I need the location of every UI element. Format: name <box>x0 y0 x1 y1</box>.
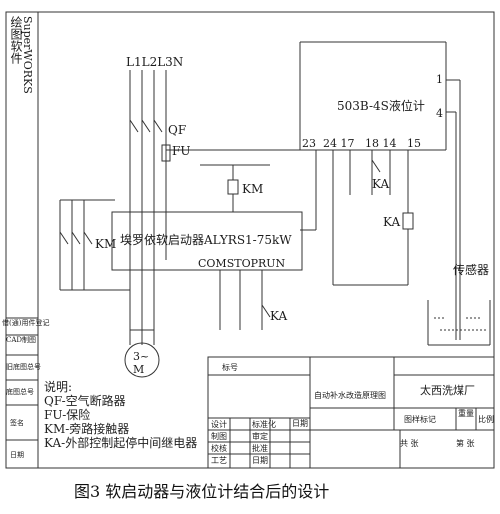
motor <box>124 342 160 378</box>
sidebar-row4: 底图总号 <box>6 388 34 396</box>
software-title: 绘图软件 <box>9 16 23 64</box>
terminal-1: 1 <box>436 73 443 86</box>
sidebar-row3: 旧底图总号 <box>6 363 41 371</box>
terminal-row: 23 24 17 18 14 15 <box>302 137 421 150</box>
km-left-label: KM <box>95 237 117 251</box>
sidebar-row6: 日期 <box>10 451 24 459</box>
legend: 说明: QF-空气断路器 FU-保险 KM-旁路接触器 KA-外部控制起停中间继… <box>44 380 197 450</box>
legend-item: KA-外部控制起停中间继电器 <box>44 436 198 450</box>
ka-contact-label: KA <box>372 177 390 191</box>
sidebar-row5: 签名 <box>10 419 24 427</box>
figure-caption: 图3 软启动器与液位计结合后的设计 <box>74 482 330 501</box>
ka-coil <box>402 212 414 230</box>
lines-label: L1L2L3N <box>126 55 184 69</box>
motor-label: 3~ M <box>133 350 150 377</box>
tb-design: 设计 <box>211 420 227 429</box>
sidebar-row1: 借(通)用件登记 <box>2 319 50 327</box>
km-coil <box>227 179 239 195</box>
tb-approve: 批准 <box>252 444 268 453</box>
terminal-4: 4 <box>436 107 443 120</box>
fuse-FU <box>161 144 171 162</box>
soft-starter <box>111 211 303 271</box>
fu-label: FU <box>172 144 191 158</box>
legend-item: KM-旁路接触器 <box>44 422 130 436</box>
sidebar-strip <box>5 11 39 469</box>
tb-company: 太西洗煤厂 <box>420 384 475 397</box>
legend-item: FU-保险 <box>44 408 91 422</box>
tb-mark: 标号 <box>222 363 238 372</box>
software-name: SuperWORKS <box>21 16 34 94</box>
tb-date-row: 日期 <box>252 456 268 465</box>
tb-review: 审定 <box>252 432 268 441</box>
km-top-label: KM <box>242 182 264 196</box>
legend-item: QF-空气断路器 <box>44 394 126 408</box>
tb-check: 校核 <box>211 444 227 453</box>
tb-weight: 重量 <box>458 409 474 418</box>
tb-process: 工艺 <box>211 456 227 465</box>
controller-label: 503B-4S液位计 <box>337 99 425 113</box>
tb-drawing-name: 自动补水改造原理图 <box>314 391 386 400</box>
qf-label: QF <box>168 123 187 137</box>
tb-date-col: 日期 <box>292 419 308 428</box>
ka-coil-label: KA <box>383 215 401 229</box>
tb-stage-mark: 图样标记 <box>404 415 436 424</box>
tb-sheet: 第 张 <box>456 439 475 448</box>
ka-mid-label: KA <box>270 309 288 323</box>
com-stop-run-label: COMSTOPRUN <box>198 257 286 270</box>
sidebar-row2: CAD制图 <box>6 336 37 344</box>
tb-scale: 比例 <box>478 415 494 424</box>
tb-standard: 标准化 <box>252 420 276 429</box>
tb-draw: 制图 <box>211 432 227 441</box>
title-block <box>207 356 495 469</box>
tb-total: 共 张 <box>400 439 419 448</box>
legend-heading: 说明: <box>44 380 73 394</box>
sensor-label: 传感器 <box>453 263 490 277</box>
starter-label: 埃罗依软启动器ALYRS1-75kW <box>120 233 292 247</box>
